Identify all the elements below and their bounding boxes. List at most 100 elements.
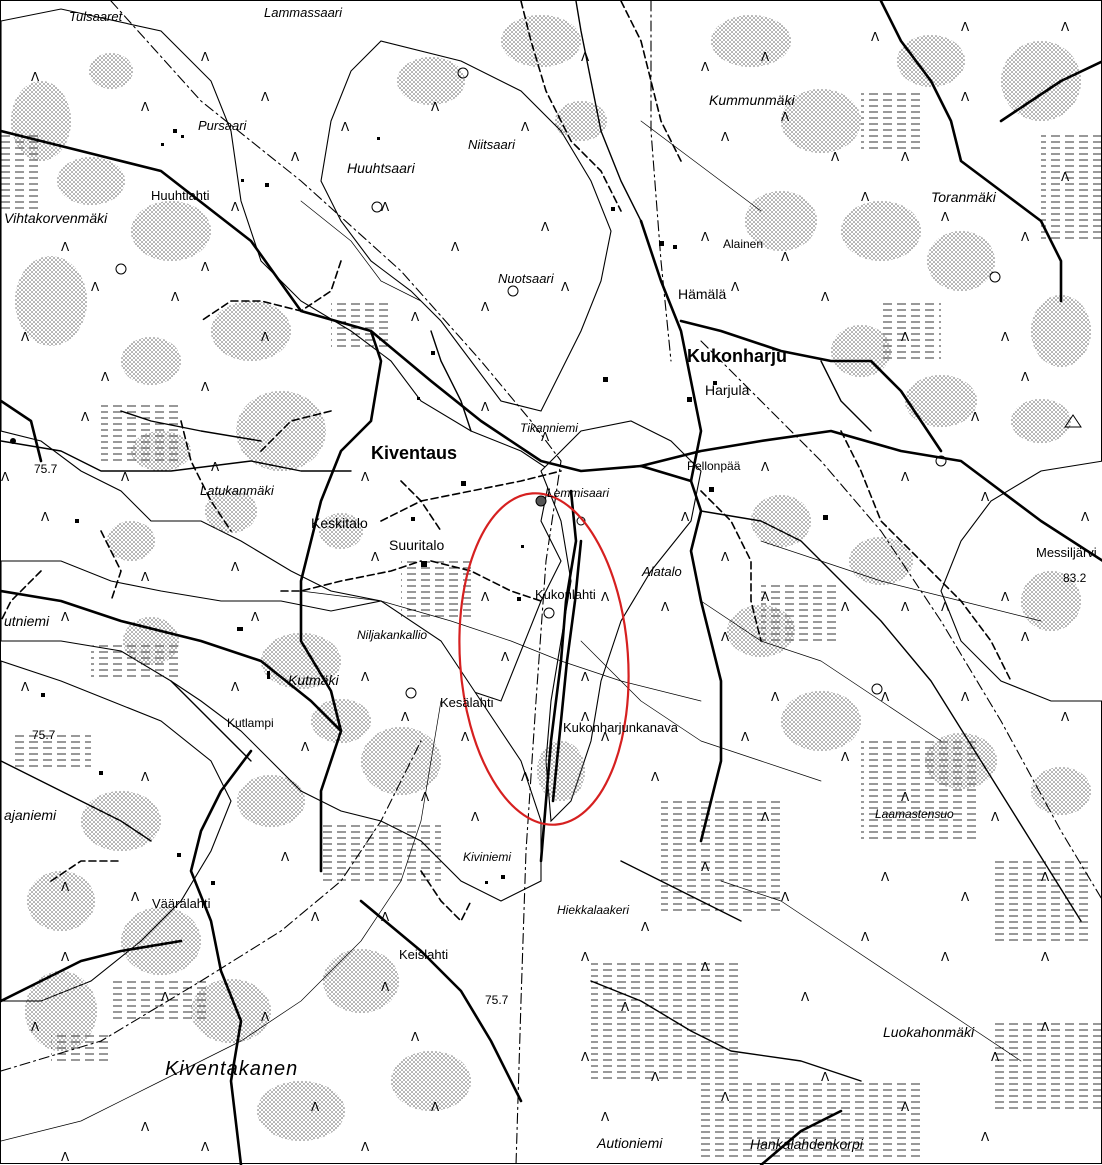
svg-text:Λ: Λ — [901, 470, 910, 484]
svg-text:Λ: Λ — [61, 240, 70, 254]
label-pursaari[interactable]: Pursaari — [198, 118, 248, 133]
svg-text:Λ: Λ — [821, 1070, 830, 1084]
svg-text:Λ: Λ — [781, 110, 790, 124]
label-huuhtlahti[interactable]: Huuhtlahti — [151, 188, 210, 203]
label-tikanniemi[interactable]: Tikanniemi — [520, 421, 578, 435]
label-nuotsaari[interactable]: Nuotsaari — [498, 271, 555, 286]
svg-text:Λ: Λ — [381, 910, 390, 924]
svg-text:Λ: Λ — [541, 220, 550, 234]
svg-text:Λ: Λ — [941, 600, 950, 614]
svg-text:Λ: Λ — [991, 810, 1000, 824]
label-kutmaki[interactable]: Kutmäki — [288, 672, 339, 688]
svg-text:Λ: Λ — [201, 260, 210, 274]
svg-text:Λ: Λ — [381, 200, 390, 214]
label-utniemi[interactable]: utniemi — [4, 613, 50, 629]
label-hiekkalaakeri[interactable]: Hiekkalaakeri — [557, 903, 629, 917]
svg-text:Λ: Λ — [961, 690, 970, 704]
label-niitsaari[interactable]: Niitsaari — [468, 137, 516, 152]
svg-text:Λ: Λ — [261, 90, 270, 104]
label-hamala[interactable]: Hämälä — [678, 286, 726, 302]
svg-text:Λ: Λ — [641, 920, 650, 934]
svg-text:Λ: Λ — [961, 20, 970, 34]
label-kiventakanen[interactable]: Kiventakanen — [165, 1058, 298, 1080]
svg-text:Λ: Λ — [311, 1100, 320, 1114]
svg-text:Λ: Λ — [901, 600, 910, 614]
svg-text:Λ: Λ — [1081, 510, 1090, 524]
label-kummunmaki[interactable]: Kummunmäki — [709, 92, 795, 108]
svg-text:Λ: Λ — [31, 70, 40, 84]
svg-text:Λ: Λ — [201, 50, 210, 64]
label-kukonlahti[interactable]: Kukonlahti — [535, 587, 596, 602]
highlight-ellipse[interactable] — [449, 488, 640, 831]
label-toranmaki[interactable]: Toranmäki — [931, 189, 997, 205]
svg-text:Λ: Λ — [141, 100, 150, 114]
label-vaaralahti[interactable]: Väärälahti — [152, 896, 211, 911]
svg-text:Λ: Λ — [721, 550, 730, 564]
svg-text:Λ: Λ — [541, 430, 550, 444]
svg-text:Λ: Λ — [231, 680, 240, 694]
svg-text:Λ: Λ — [521, 770, 530, 784]
svg-text:Λ: Λ — [721, 130, 730, 144]
label-kiventaus[interactable]: Kiventaus — [371, 443, 457, 463]
svg-text:Λ: Λ — [731, 280, 740, 294]
buildings — [41, 129, 828, 885]
label-ajaniemi[interactable]: ajaniemi — [4, 807, 57, 823]
svg-text:Λ: Λ — [281, 850, 290, 864]
label-messiljarvi[interactable]: Messiljärvi — [1036, 545, 1097, 560]
svg-text:Λ: Λ — [311, 910, 320, 924]
svg-text:Λ: Λ — [31, 1020, 40, 1034]
svg-text:Λ: Λ — [161, 990, 170, 1004]
elevation-west-upper: 75.7 — [34, 462, 58, 476]
svg-text:Λ: Λ — [431, 100, 440, 114]
label-kukonharju[interactable]: Kukonharju — [687, 346, 787, 366]
svg-text:Λ: Λ — [231, 200, 240, 214]
label-luokahonmaki[interactable]: Luokahonmäki — [883, 1024, 975, 1040]
label-kiviniemi[interactable]: Kiviniemi — [463, 850, 511, 864]
label-kutlampi[interactable]: Kutlampi — [227, 716, 274, 730]
elevation-south: 75.7 — [485, 993, 509, 1007]
svg-text:Λ: Λ — [401, 710, 410, 724]
elevation-east: 83.2 — [1063, 571, 1087, 585]
label-lammassaari[interactable]: Lammassaari — [264, 5, 343, 20]
label-harjula[interactable]: Harjula — [705, 382, 750, 398]
svg-text:Λ: Λ — [261, 330, 270, 344]
svg-text:Λ: Λ — [781, 890, 790, 904]
label-autioniemi[interactable]: Autioniemi — [596, 1135, 663, 1151]
label-lemmisaari[interactable]: Lemmisaari — [547, 486, 609, 500]
svg-text:Λ: Λ — [801, 990, 810, 1004]
water-areas — [1, 8, 1102, 1002]
svg-text:Λ: Λ — [481, 590, 490, 604]
svg-text:Λ: Λ — [481, 300, 490, 314]
label-alatalo[interactable]: Alatalo — [641, 564, 682, 579]
label-tulsaaret[interactable]: Tulsaaret — [69, 9, 124, 24]
label-pellonpaa[interactable]: Pellonpää — [687, 459, 741, 473]
svg-text:Λ: Λ — [131, 890, 140, 904]
label-alainen[interactable]: Alainen — [723, 237, 763, 251]
label-keislahti[interactable]: Keislahti — [399, 947, 448, 962]
svg-text:Λ: Λ — [821, 290, 830, 304]
label-laamastensuo[interactable]: Laamastensuo — [875, 807, 954, 821]
svg-text:Λ: Λ — [1061, 170, 1070, 184]
label-suuritalo[interactable]: Suuritalo — [389, 537, 444, 553]
label-hankalahdenkorpi[interactable]: Hankalahdenkorpi — [750, 1136, 864, 1152]
label-huuhtsaari[interactable]: Huuhtsaari — [347, 160, 416, 176]
svg-text:Λ: Λ — [1, 470, 10, 484]
label-latukanmaki[interactable]: Latukanmäki — [200, 483, 275, 498]
label-vihtakorvenmaki[interactable]: Vihtakorvenmäki — [4, 210, 108, 226]
bog-areas — [1, 91, 1101, 1161]
svg-text:Λ: Λ — [141, 570, 150, 584]
label-keskitalo[interactable]: Keskitalo — [311, 515, 368, 531]
svg-text:Λ: Λ — [651, 1070, 660, 1084]
svg-text:Λ: Λ — [961, 890, 970, 904]
label-kukonharjunkanava[interactable]: Kukonharjunkanava — [563, 720, 679, 735]
svg-text:Λ: Λ — [421, 790, 430, 804]
svg-text:Λ: Λ — [971, 410, 980, 424]
label-niljakankallio[interactable]: Niljakankallio — [357, 628, 427, 642]
svg-text:Λ: Λ — [581, 1050, 590, 1064]
svg-text:Λ: Λ — [761, 590, 770, 604]
elevation-labels: 75.7 83.2 75.7 75.7 — [32, 462, 1087, 1007]
label-kesalahti[interactable]: Kesälahti — [440, 695, 494, 710]
svg-text:Λ: Λ — [831, 150, 840, 164]
